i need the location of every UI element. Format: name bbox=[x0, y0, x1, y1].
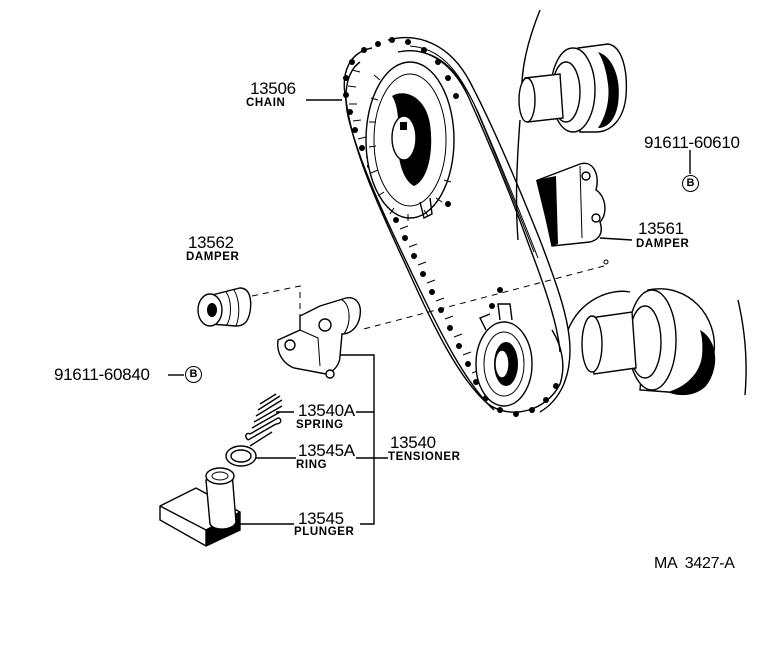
crankshaft-sprocket bbox=[475, 303, 533, 407]
ring-shape bbox=[225, 445, 257, 467]
timing-chain bbox=[343, 36, 571, 417]
damper-left-shape bbox=[197, 285, 301, 327]
ref-b-left: B bbox=[185, 366, 202, 383]
bolt-left-part-number: 91611-60840 bbox=[54, 365, 150, 384]
spring-part-name: SPRING bbox=[296, 419, 344, 431]
leader-lines bbox=[168, 99, 691, 525]
ring-part-name: RING bbox=[296, 459, 328, 471]
chain-part-number: 13506 bbox=[250, 79, 296, 98]
tensioner-part-number: 13540 bbox=[390, 433, 436, 452]
plunger-shape bbox=[159, 467, 241, 547]
crankshaft-boss-lower bbox=[567, 288, 716, 396]
damper-right-part-name: DAMPER bbox=[636, 238, 690, 250]
damper-left-part-number: 13562 bbox=[188, 233, 234, 252]
plunger-part-name: PLUNGER bbox=[294, 526, 355, 538]
spring-shape bbox=[245, 393, 283, 447]
damper-right-shape bbox=[359, 162, 609, 331]
spring-part-number: 13540A bbox=[298, 401, 355, 420]
damper-left-part-name: DAMPER bbox=[186, 251, 240, 263]
figure-code: MA 3427-A bbox=[654, 555, 735, 572]
chain-part-name: CHAIN bbox=[246, 97, 286, 109]
camshaft-boss-upper bbox=[518, 43, 628, 133]
ref-b-upper: B bbox=[682, 175, 699, 192]
bolt-upper-part-number: 91611-60610 bbox=[644, 133, 740, 152]
tensioner-part-name: TENSIONER bbox=[388, 451, 461, 463]
damper-right-part-number: 13561 bbox=[638, 219, 684, 238]
tensioner-body bbox=[277, 297, 362, 379]
ring-part-number: 13545A bbox=[298, 441, 355, 460]
plunger-part-number: 13545 bbox=[298, 509, 344, 528]
camshaft-sprocket bbox=[365, 61, 455, 221]
